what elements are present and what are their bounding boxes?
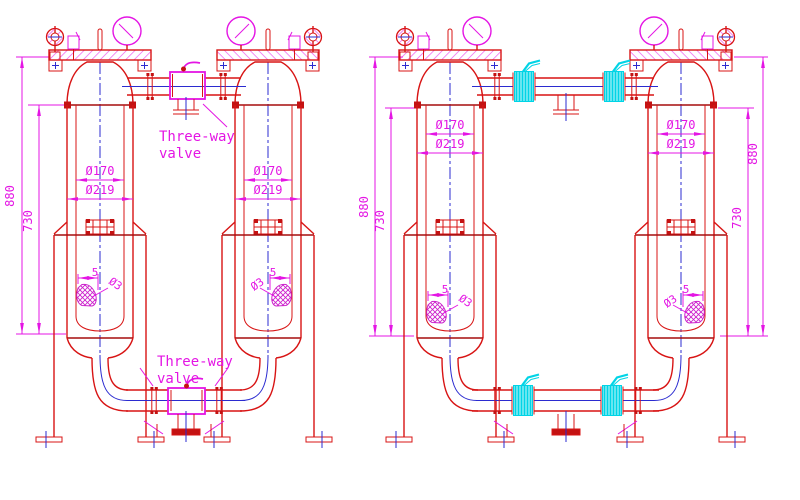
flex-coupling-bottom-right [599,373,630,418]
v4-outer-dia: Ø219 [667,137,696,151]
bottom-valve-label-line2: valve [157,371,199,387]
v2-outer-dia: Ø219 [254,183,283,197]
v3-outer-dia: Ø219 [436,137,465,151]
flex-coupling-bottom-left [510,373,541,418]
v1-outer-dia: Ø219 [86,183,115,197]
dimension-lines-left: 880 730 [3,56,66,335]
v1-basket-width: 5 [92,266,99,279]
v1-inner-dia: Ø170 [86,164,115,178]
vessel-2 [203,16,333,449]
dim-body-height-left: 730 [373,210,387,232]
bottom-valve-label-line1: Three-way [157,354,233,370]
flex-coupling-top-left [511,59,542,104]
right-assembly: 880 730 880 730 Ø170 Ø219 Ø170 Ø219 [357,16,768,449]
left-assembly: 880 730 Three-way valve Ø170 Ø219 Ø170 [3,16,333,449]
top-valve-label-line1: Three-way [159,129,235,145]
three-way-valve-top [169,61,206,100]
v1-basket-hole: Ø3 [106,275,124,293]
v4-inner-dia: Ø170 [667,118,696,132]
dim-overall-height: 880 [3,185,17,207]
top-valve-label-line2: valve [159,146,201,162]
v3-basket-width: 5 [442,283,449,296]
v2-basket-hole: Ø3 [248,275,266,293]
v3-inner-dia: Ø170 [436,118,465,132]
dimension-lines-right-assembly-left: 880 730 [357,56,414,337]
dimension-lines-right-assembly-right: 880 730 [718,56,768,337]
v2-basket-width: 5 [270,266,277,279]
v4-basket-width: 5 [683,283,690,296]
bottom-manifold-right [472,373,659,442]
dim-body-height: 730 [21,210,35,232]
flex-coupling-top-right [601,59,632,104]
vessel-1 [35,16,165,449]
top-manifold-right [472,59,658,121]
v4-basket-hole: Ø3 [661,292,679,310]
dim-overall-height-left: 880 [357,196,371,218]
dim-body-height-right: 730 [730,207,744,229]
top-manifold-left [122,61,246,120]
dim-overall-height-right: 880 [746,143,760,165]
bottom-manifold-left [126,377,245,442]
v3-basket-hole: Ø3 [456,292,474,310]
v2-inner-dia: Ø170 [254,164,283,178]
